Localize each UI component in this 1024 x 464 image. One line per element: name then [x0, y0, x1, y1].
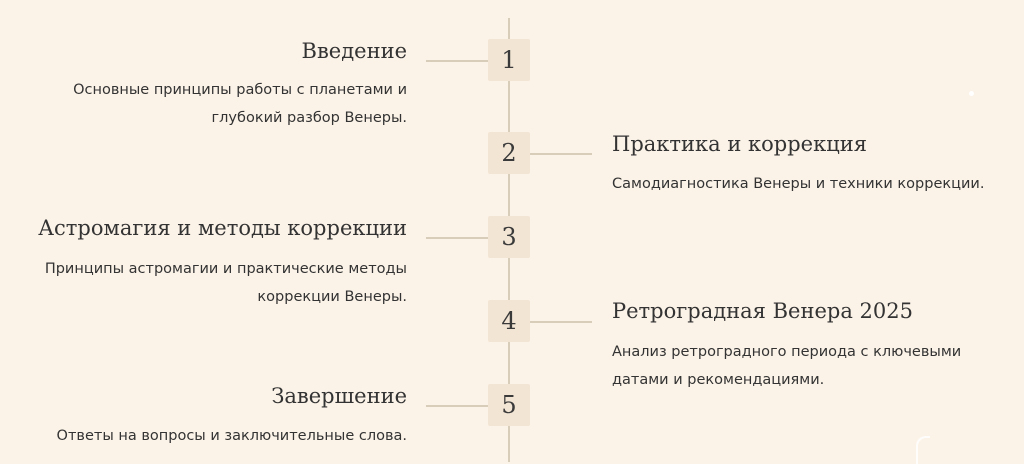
step-description-5: Ответы на вопросы и заключительные слова… [57, 422, 407, 450]
step-description-line: коррекции Венеры. [257, 289, 407, 305]
connector-line [530, 153, 592, 155]
step-title-1: Введение [301, 39, 407, 63]
step-number-2: 2 [488, 132, 530, 174]
step-description-line: Основные принципы работы с планетами и [73, 82, 407, 98]
step-description-line: Принципы астромагии и практические метод… [44, 261, 407, 277]
connector-line [426, 60, 488, 62]
step-title-3: Астромагия и методы коррекции [38, 216, 407, 240]
step-title-5: Завершение [271, 384, 407, 408]
step-number-3: 3 [488, 216, 530, 258]
connector-line [530, 321, 592, 323]
step-title-4: Ретроградная Венера 2025 [612, 299, 913, 323]
decorative-dot [969, 91, 974, 96]
step-description-line: глубокий разбор Венеры. [211, 110, 407, 126]
step-description-3: Принципы астромагии и практические метод… [45, 255, 407, 311]
step-number-1: 1 [488, 39, 530, 81]
step-description-1: Основные принципы работы с планетами и г… [73, 76, 407, 132]
step-title-2: Практика и коррекция [612, 132, 867, 156]
step-description-2: Самодиагностика Венеры и техники коррекц… [612, 170, 984, 198]
step-description-line: Анализ ретроградного периода с ключевыми [612, 344, 962, 360]
decorative-corner-mark [916, 436, 930, 464]
connector-line [426, 405, 488, 407]
step-number-4: 4 [488, 300, 530, 342]
step-description-line: Самодиагностика Венеры и техники коррекц… [612, 176, 985, 192]
connector-line [426, 237, 488, 239]
step-description-line: Ответы на вопросы и заключительные слова… [56, 428, 407, 444]
step-description-line: датами и рекомендациями. [612, 372, 825, 388]
step-number-5: 5 [488, 384, 530, 426]
step-description-4: Анализ ретроградного периода с ключевыми… [612, 338, 961, 394]
